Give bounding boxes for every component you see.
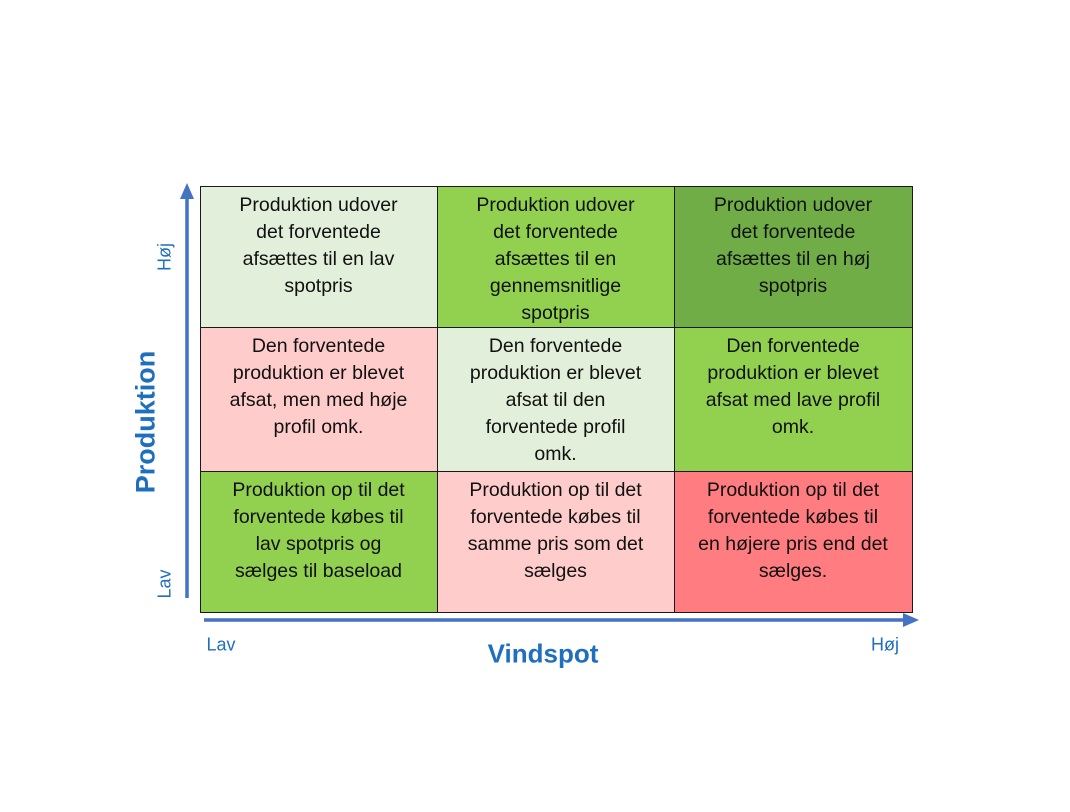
cell-mid-production-high-spot: Den forventede produktion er blevet afsa…: [673, 326, 913, 472]
y-axis-title: Produktion: [130, 350, 161, 494]
y-axis-arrowhead: [180, 183, 194, 199]
matrix-grid: Produktion udover det forventede afsætte…: [199, 185, 913, 613]
cell-low-production-mid-spot: Produktion op til det forventede købes t…: [436, 470, 675, 613]
y-axis-high-label: Høj: [154, 243, 175, 271]
cell-low-production-high-spot: Produktion op til det forventede købes t…: [673, 470, 913, 613]
cell-low-production-low-spot: Produktion op til det forventede købes t…: [199, 470, 438, 613]
cell-mid-production-mid-spot: Den forventede produktion er blevet afsa…: [436, 326, 675, 472]
cell-high-production-low-spot: Produktion udover det forventede afsætte…: [199, 185, 438, 328]
y-axis-low-label: Lav: [154, 569, 175, 599]
x-axis-low-label: Lav: [206, 634, 236, 655]
x-axis-title: Vindspot: [487, 638, 599, 669]
cell-high-production-high-spot: Produktion udover det forventede afsætte…: [673, 185, 913, 328]
cell-mid-production-low-spot: Den forventede produktion er blevet afsa…: [199, 326, 438, 472]
x-axis-arrowhead: [903, 613, 919, 627]
cell-high-production-mid-spot: Produktion udover det forventede afsætte…: [436, 185, 675, 328]
x-axis-high-label: Høj: [871, 634, 899, 655]
